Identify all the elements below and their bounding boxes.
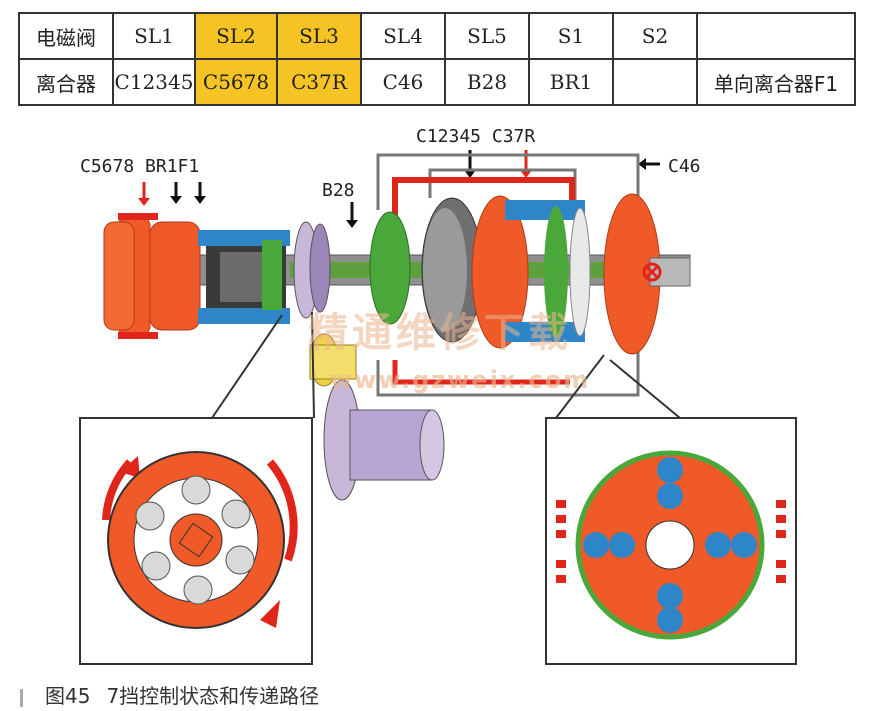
solenoid-cell-sl2: SL2 <box>194 12 278 60</box>
clutch-cell-c46: C46 <box>360 58 446 106</box>
planetary-gear-front <box>262 221 331 319</box>
clutch-cell-c37r: C37R <box>276 58 362 106</box>
clutch-cell-b28: B28 <box>444 58 530 106</box>
callout-line-right-b <box>609 359 681 419</box>
hydraulic-line-bottom <box>376 360 612 397</box>
label-c5678-br1f1: C5678 BR1F1 <box>80 156 199 177</box>
row-header-solenoid: 电磁阀 <box>18 12 114 60</box>
solenoid-cell-s2: S2 <box>612 12 698 60</box>
hydraulic-line-inner <box>428 168 577 200</box>
arrow-br1-black <box>170 182 182 204</box>
power-path-lower <box>392 360 570 385</box>
clutch-cell-c12345: C12345 <box>112 58 196 106</box>
solenoid-clutch-table: 电磁阀 SL1 SL2 SL3 SL4 SL5 S1 S2 离合器 C12345… <box>18 12 856 106</box>
inset-left-planetary <box>79 417 313 665</box>
figure-caption: 图45 7挡控制状态和传递路径 <box>20 680 319 709</box>
solenoid-row: 电磁阀 SL1 SL2 SL3 SL4 SL5 S1 S2 <box>18 12 856 60</box>
label-c46: C46 <box>668 156 701 177</box>
hydraulic-line-outer <box>376 153 640 397</box>
label-c12345-c37r: C12345 C37R <box>416 126 535 147</box>
clutch-cell-c5678: C5678 <box>194 58 278 106</box>
arrow-c5678-red <box>138 182 150 206</box>
solenoid-cell-sl4: SL4 <box>360 12 446 60</box>
solenoid-cell-sl1: SL1 <box>112 12 196 60</box>
green-gear-b28 <box>369 211 411 325</box>
solenoid-cell-empty <box>696 12 856 60</box>
gray-drum-face <box>423 208 467 332</box>
clutch-cell-f1: 单向离合器F1 <box>696 58 856 106</box>
arrow-f1-black <box>194 182 206 204</box>
arrow-c46-pointer <box>638 158 660 170</box>
label-b28: B28 <box>322 180 355 201</box>
clutch-cell-br1: BR1 <box>528 58 614 106</box>
callout-line-left-a <box>211 314 283 419</box>
left-clutch-pack <box>103 213 290 339</box>
right-clutch-pack <box>471 193 691 355</box>
figure-title: 7挡控制状态和传递路径 <box>106 684 320 708</box>
inset-right-one-way-clutch <box>545 417 797 665</box>
solenoid-cell-sl5: SL5 <box>444 12 530 60</box>
solenoid-cell-s1: S1 <box>528 12 614 60</box>
clutch-row: 离合器 C12345 C5678 C37R C46 B28 BR1 单向离合器F… <box>18 58 856 106</box>
figure-number: 图45 <box>45 684 91 708</box>
row-header-clutch: 离合器 <box>18 58 114 106</box>
solenoid-cell-sl3: SL3 <box>276 12 362 60</box>
callout-line-right-a <box>555 354 605 419</box>
callout-line-left-b <box>311 311 315 419</box>
arrow-b28-black <box>346 202 358 228</box>
power-path-c37r <box>392 177 575 215</box>
caption-bar <box>20 688 23 707</box>
output-gear-train <box>309 333 445 501</box>
clutch-cell-empty <box>612 58 698 106</box>
